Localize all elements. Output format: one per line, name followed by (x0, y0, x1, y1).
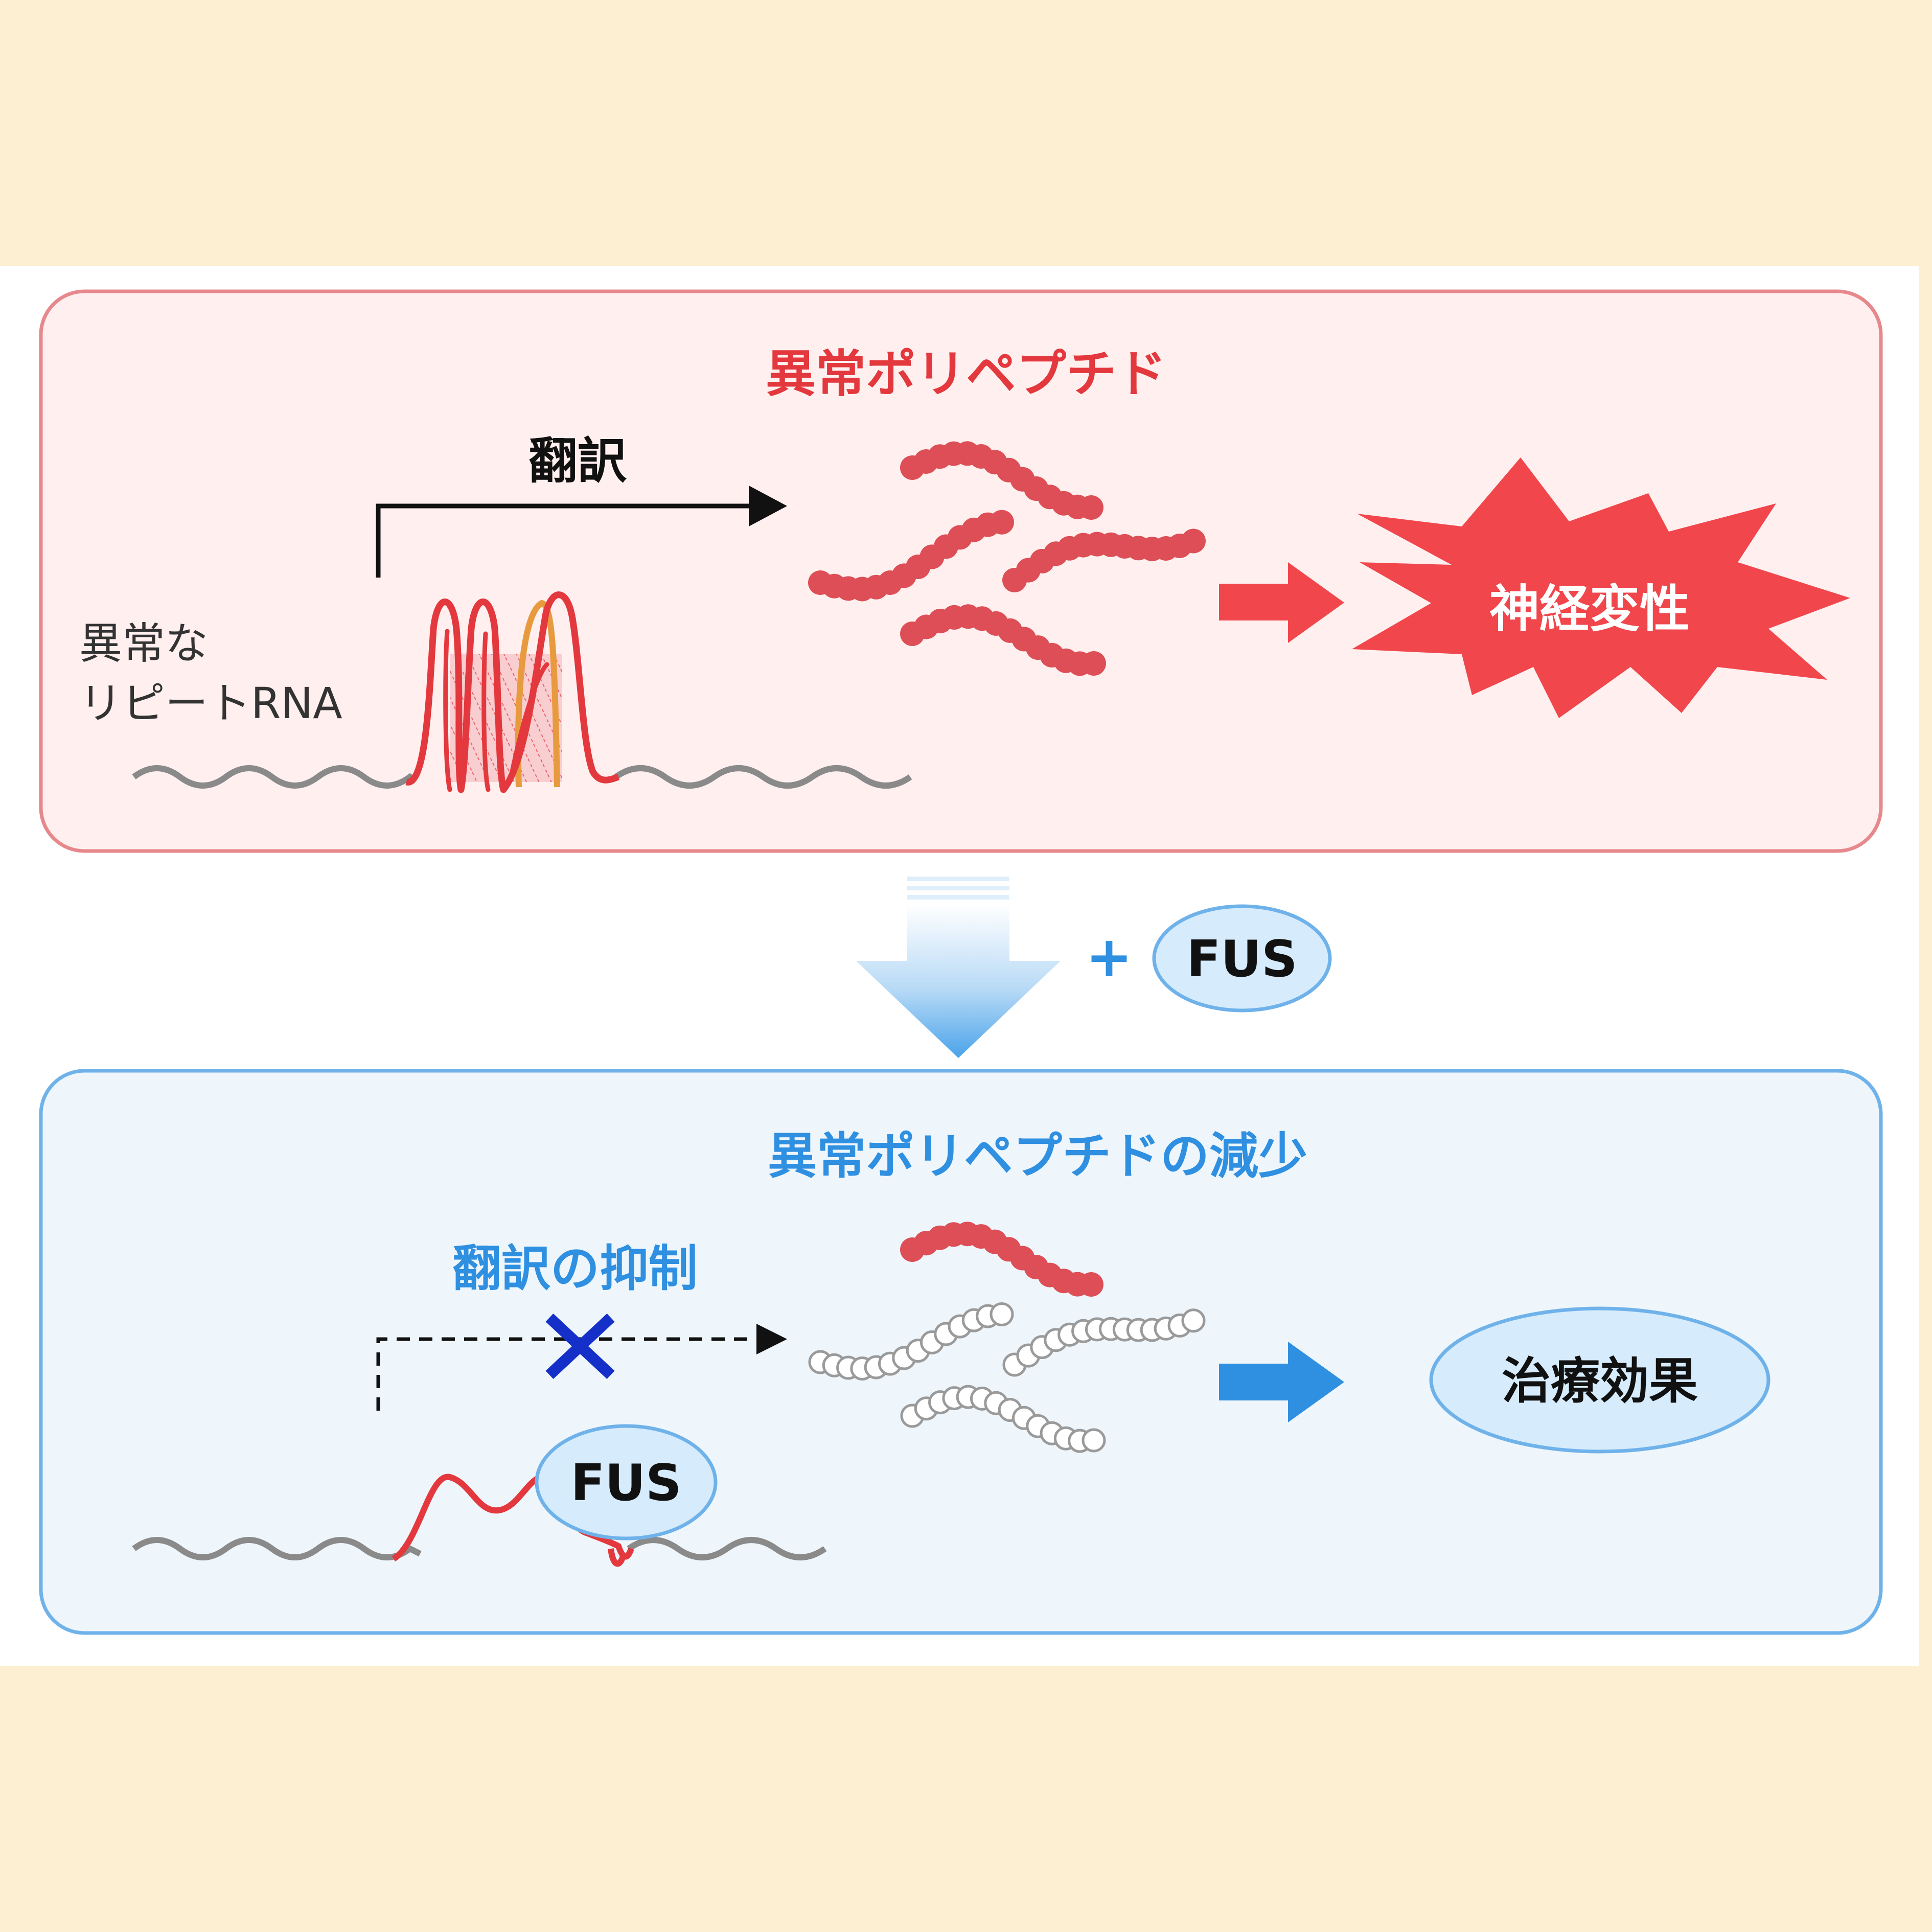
fus-badge-label: FUS (1186, 930, 1297, 988)
neurodegeneration-label: 神経変性 (1489, 580, 1690, 638)
block-x-icon (545, 1313, 615, 1379)
neurodegeneration-burst (1352, 457, 1850, 718)
bead (990, 510, 1014, 535)
bead (1181, 528, 1206, 554)
bottom-panel: 異常ポリペプチドの減少 翻訳の抑制 FUS 治療効果 (39, 1069, 1883, 1635)
polypeptide-chain (808, 510, 1014, 602)
rna-label-line1: 異常な (79, 618, 208, 669)
translation-arrow (376, 486, 787, 578)
down-arrow (856, 877, 1061, 1058)
polypeptide-chain (900, 441, 1103, 520)
bead (1082, 651, 1106, 676)
polypeptide-chain (1002, 528, 1206, 592)
rna-label-line2: リピートRNA (79, 678, 342, 728)
bottom-panel-title: 異常ポリペプチドの減少 (768, 1128, 1307, 1185)
empty-bead (1181, 1308, 1206, 1333)
blue-right-arrow (1219, 1342, 1344, 1422)
empty-polypeptide-chain (808, 1302, 1014, 1381)
inhibition-label: 翻訳の抑制 (452, 1240, 698, 1297)
repeat-rna-structure (132, 591, 912, 793)
fus-badge (1152, 904, 1332, 1013)
polypeptide-chain (900, 1222, 1103, 1297)
empty-bead (990, 1302, 1014, 1326)
plus-sign: + (1086, 924, 1133, 990)
bead (1079, 1272, 1103, 1297)
therapeutic-effect-oval (1429, 1306, 1770, 1454)
polypeptide-chains (808, 441, 1206, 676)
fus-bound-rna (132, 1424, 827, 1567)
top-panel-title: 異常ポリペプチド (766, 345, 1166, 403)
top-panel: 異常ポリペプチド 翻訳 異常な リピートRNA 神経変性 (39, 289, 1883, 853)
empty-bead (1082, 1428, 1106, 1453)
fus-bound-oval (535, 1424, 718, 1540)
bottom-panel-frame (39, 1069, 1883, 1635)
empty-polypeptide-chain (1002, 1308, 1206, 1377)
translation-label: 翻訳 (528, 432, 627, 490)
therapeutic-effect-label: 治療効果 (1502, 1352, 1698, 1410)
reduced-polypeptide-chains (808, 1222, 1206, 1453)
red-right-arrow (1219, 562, 1344, 643)
transition-group: + FUS (856, 877, 1332, 1058)
empty-polypeptide-chain (900, 1385, 1106, 1453)
polypeptide-chain (900, 604, 1106, 676)
blocked-translation-arrow (376, 1324, 787, 1411)
bead (1079, 495, 1103, 520)
fus-bound-label: FUS (570, 1454, 681, 1512)
